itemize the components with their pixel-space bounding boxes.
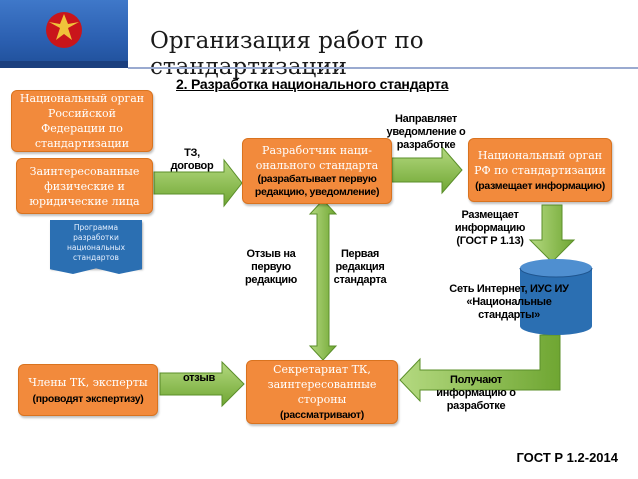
interested-parties-text: Заинтересованные физические и юридически… (29, 164, 140, 208)
arrow-publish (528, 204, 576, 263)
arrow-receive (399, 334, 561, 403)
national-body-right-line1: Национальный орган (477, 148, 603, 162)
secretariat-line1: Секретариат ТК, (273, 363, 371, 376)
arrow-first-edition (308, 199, 338, 361)
arrow-review (159, 360, 245, 408)
arrow-notify (391, 145, 463, 195)
gost-reference: ГОСТ Р 1.2-2014 (516, 450, 618, 465)
box-national-body-right: Национальный орган РФ по стандартизации … (468, 138, 612, 202)
members-line1: Члены ТК, эксперты (28, 375, 148, 389)
box-secretariat: Секретариат ТК, заинтересованные стороны… (246, 360, 398, 424)
emblem-icon (46, 12, 82, 48)
label-notify: Направляет уведомление о разработке (386, 113, 466, 151)
box-interested-parties: Заинтересованные физические и юридически… (16, 158, 153, 214)
national-body-right-line2: РФ по стандартизации (474, 163, 606, 177)
label-first-edition: Первая редакция стандарта (333, 248, 387, 286)
members-role: (проводят экспертизу) (32, 392, 144, 405)
national-body-right-role: (размещает информацию) (475, 179, 605, 192)
label-feedback-first: Отзыв на первую редакцию (245, 248, 297, 286)
logo-strip (0, 61, 128, 68)
label-tz: ТЗ, договор (170, 147, 214, 172)
developer-line2: онального стандарта (255, 159, 379, 172)
national-body-rf-text: Национальный орган Российской Федерации … (19, 92, 145, 150)
logo-panel (0, 0, 128, 68)
program-box: Программа разработки национальных станда… (50, 220, 142, 268)
box-members: Члены ТК, эксперты (проводят экспертизу) (18, 364, 158, 416)
section-subtitle: 2. Разработка национального стандарта (176, 76, 449, 92)
label-review: отзыв (183, 372, 215, 384)
developer-role: (разрабатывает первую редакцию, уведомле… (254, 173, 380, 198)
label-database: Сеть Интернет, ИУС ИУ «Национальные стан… (449, 283, 569, 321)
title-underline (128, 67, 638, 69)
program-text: Программа разработки национальных станда… (66, 223, 126, 262)
box-national-body-rf: Национальный орган Российской Федерации … (11, 90, 153, 152)
developer-line1: Разработчик наци- (262, 144, 372, 157)
secretariat-line2: заинтересованные стороны (267, 378, 377, 406)
secretariat-role: (рассматривают) (280, 409, 364, 421)
label-publishes: Размещает информацию (ГОСТ Р 1.13) (454, 209, 526, 247)
label-receive: Получают информацию о разработке (436, 374, 516, 412)
arrow-tz (153, 158, 243, 208)
box-developer: Разработчик наци- онального стандарта (р… (242, 138, 392, 204)
database-icon (519, 259, 593, 335)
